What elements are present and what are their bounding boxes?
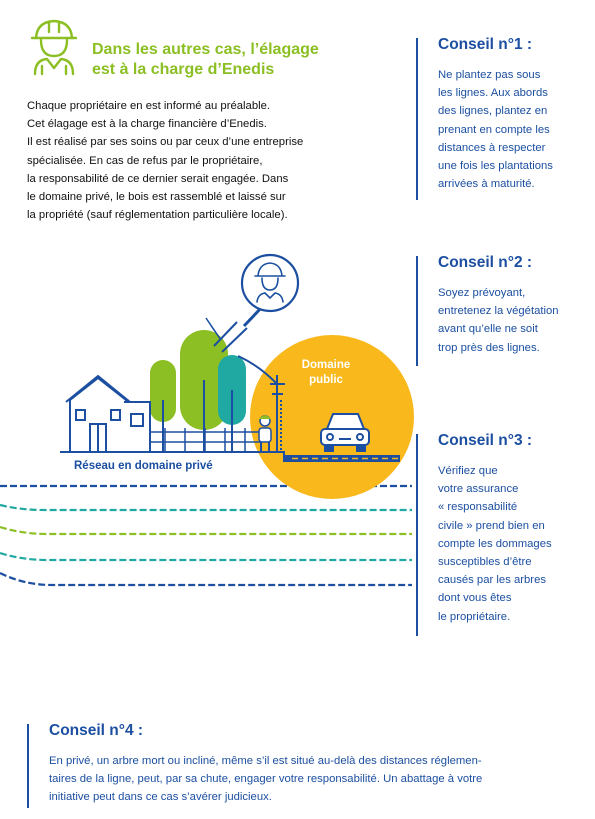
conseil-body: Soyez prévoyant, entretenez la végétatio…: [438, 284, 595, 357]
conseil-line: trop près des lignes.: [438, 341, 540, 354]
conseil-title: Conseil n°2 :: [438, 254, 533, 271]
intro-paragraph: Chaque propriétaire en est informé au pr…: [27, 97, 377, 224]
car-icon: [320, 413, 370, 452]
conseil-line: Ne plantez pas sous: [438, 69, 541, 81]
paragraph-line: Il est réalisé par ses soins ou par ceux…: [27, 136, 304, 149]
conseil-line: avant qu’elle ne soit: [438, 323, 538, 336]
cable-line: [0, 503, 412, 512]
conseil-line: les lignes. Aux abords: [438, 87, 548, 100]
paragraph-line: Chaque propriétaire en est informé au pr…: [27, 100, 271, 112]
conseil-line: « responsabilité: [438, 501, 518, 514]
conseil-line: distances à respecter: [438, 141, 546, 154]
conseil-line: taires de la ligne, peut, par sa chute, …: [49, 773, 483, 786]
cable-line: [0, 525, 412, 536]
label-line: public: [309, 374, 343, 386]
conseil-2: Conseil n°2 : Soyez prévoyant, entretene…: [416, 254, 595, 366]
conseil-body: En privé, un arbre mort ou incliné, même…: [49, 752, 595, 807]
conseil-body: Vérifiez que votre assurance « responsab…: [438, 462, 595, 626]
conseil-line: des lignes, plantez en: [438, 105, 548, 118]
conseil-line: une fois les plantations: [438, 160, 553, 173]
conseil-line: prenant en compte les: [438, 123, 550, 136]
conseil-line: arrivées à maturité.: [438, 178, 535, 191]
conseil-line: dont vous êtes: [438, 592, 512, 605]
network-illustration: [0, 253, 414, 587]
conseil-title: Conseil n°4 :: [49, 722, 144, 739]
conseil-line: causés par les arbres: [438, 574, 546, 587]
cable-line: [0, 551, 412, 562]
paragraph-line: la propriété (sauf réglementation partic…: [27, 209, 288, 222]
conseil-line: Vérifiez que: [438, 465, 498, 477]
conseil-title: Conseil n°1 :: [438, 36, 533, 53]
conseil-line: le propriétaire.: [438, 610, 511, 623]
fence: [140, 428, 262, 452]
electric-pole-icon: [237, 355, 285, 452]
conseil-1: Conseil n°1 : Ne plantez pas sous les li…: [416, 36, 595, 200]
label-private-network: Réseau en domaine privé: [74, 460, 213, 472]
conseil-3: Conseil n°3 : Vérifiez que votre assuran…: [416, 432, 595, 636]
conseil-line: Soyez prévoyant,: [438, 287, 526, 299]
conseil-line: compte les dommages: [438, 537, 552, 550]
conseil-line: initiative peut dans ce cas s’avérer jud…: [49, 791, 272, 804]
conseil-line: susceptibles d’être: [438, 556, 532, 569]
trees: [150, 330, 246, 452]
conseil-line: En privé, un arbre mort ou incliné, même…: [49, 755, 482, 767]
cable-line: [0, 572, 412, 587]
intro-title-line: Dans les autres cas, l’élagage: [92, 41, 319, 58]
paragraph-line: le domaine privé, le bois est rassemblé …: [27, 191, 286, 204]
magnifier-worker-icon: [205, 253, 300, 353]
conseil-line: votre assurance: [438, 483, 519, 496]
worker-helmet-icon: [30, 19, 78, 76]
worker-figure-icon: [258, 415, 272, 452]
house-icon: [65, 374, 151, 453]
paragraph-line: la responsabilité de ce dernier serait e…: [27, 172, 289, 185]
conseil-title: Conseil n°3 :: [438, 432, 533, 449]
conseil-body: Ne plantez pas sous les lignes. Aux abor…: [438, 66, 595, 193]
label-line: Domaine: [301, 359, 351, 371]
conseil-line: entretenez la végétation: [438, 305, 559, 318]
conseil-4: Conseil n°4 : En privé, un arbre mort ou…: [27, 722, 595, 808]
label-public-domain: Domaine public: [296, 358, 356, 388]
paragraph-line: Cet élagage est à la charge financière d…: [27, 118, 267, 131]
conseil-line: civile » prend bien en: [438, 519, 545, 532]
intro-title-line: est à la charge d’Enedis: [92, 61, 275, 78]
underground-cables: [0, 484, 412, 587]
paragraph-line: spécialisée. En cas de refus par le prop…: [27, 154, 263, 167]
intro-title: Dans les autres cas, l’élagage est à la …: [92, 40, 392, 80]
